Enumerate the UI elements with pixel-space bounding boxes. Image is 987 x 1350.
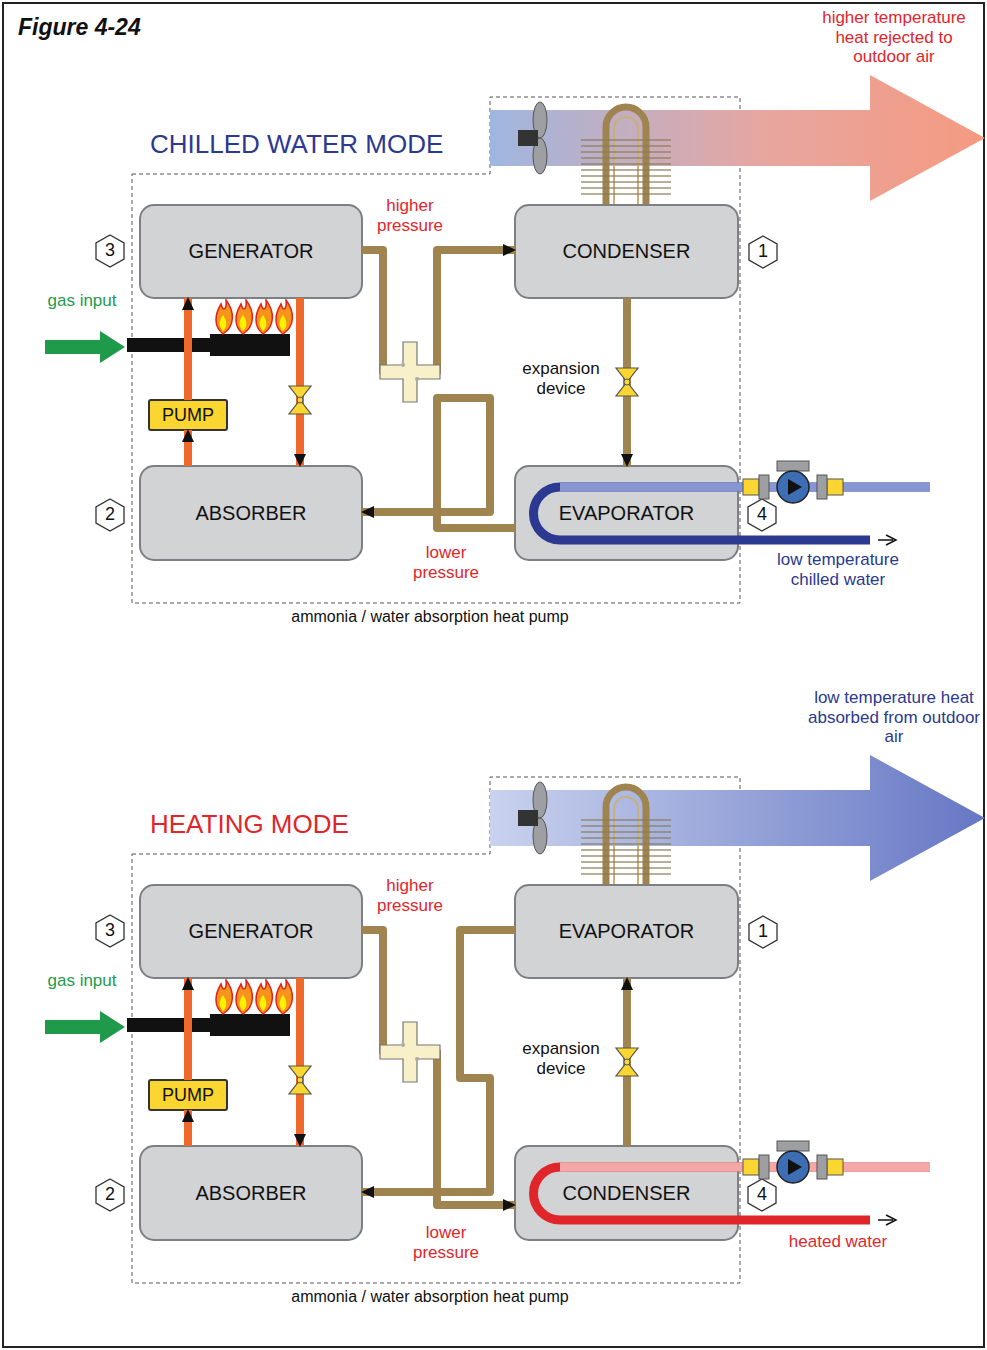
box-label: EVAPORATOR (559, 502, 695, 525)
callout-number: 2 (95, 1184, 125, 1205)
pipe-connector (362, 930, 515, 1192)
callout-number: 2 (95, 504, 125, 525)
pipe-connector (362, 398, 515, 528)
box-shape (515, 885, 738, 978)
pipe-connector (184, 1110, 192, 1146)
box-label: EVAPORATOR (559, 920, 695, 943)
pipe-connector (184, 978, 192, 1080)
air-note: low temperature heat absorbed from outdo… (808, 688, 980, 747)
box-shape (140, 466, 362, 560)
valve-label: expansion device (514, 1039, 608, 1078)
pressure-label: lower pressure (400, 1223, 492, 1262)
box-label: GENERATOR (189, 920, 314, 943)
pipe-connector (184, 430, 192, 466)
box-label: CONDENSER (563, 1182, 691, 1205)
pressure-label: lower pressure (400, 543, 492, 582)
caption-note: ammonia / water absorption heat pump (200, 608, 660, 626)
pressure-label: higher pressure (366, 876, 454, 915)
box-label: ABSORBER (195, 502, 306, 525)
gas-label: gas input (42, 291, 122, 311)
callout-number: 3 (95, 920, 125, 941)
air-note: higher temperature heat rejected to outd… (808, 8, 980, 67)
water-label: low temperature chilled water (758, 550, 918, 589)
box-shape (149, 400, 227, 430)
box-label: PUMP (162, 405, 214, 426)
callout-number: 4 (747, 1184, 777, 1205)
component-box: GENERATOR (140, 885, 362, 978)
pipe-connector (296, 298, 304, 466)
box-shape (149, 1080, 227, 1110)
box-shape (515, 205, 738, 298)
component-box: GENERATOR (140, 205, 362, 298)
box-label: GENERATOR (189, 240, 314, 263)
pump-box: PUMP (149, 400, 227, 430)
box-shape (140, 885, 362, 978)
figure-title: Figure 4-24 (18, 14, 141, 40)
box-label: CONDENSER (563, 240, 691, 263)
caption-note: ammonia / water absorption heat pump (200, 1288, 660, 1306)
box-shape (515, 1146, 738, 1240)
gas-label: gas input (42, 971, 122, 991)
component-box: ABSORBER (140, 1146, 362, 1240)
callout-number: 1 (748, 241, 778, 262)
callout-number: 4 (747, 504, 777, 525)
water-label: heated water (758, 1232, 918, 1252)
pipe-connector (362, 930, 515, 1205)
pipe-connector (296, 978, 304, 1146)
pump-box: PUMP (149, 1080, 227, 1110)
pipe-connector (184, 298, 192, 400)
box-label: ABSORBER (195, 1182, 306, 1205)
component-box: CONDENSER (515, 205, 738, 298)
pressure-label: higher pressure (366, 196, 454, 235)
box-shape (515, 466, 738, 560)
mode-heading: CHILLED WATER MODE (150, 130, 480, 160)
box-shape (140, 205, 362, 298)
component-box: EVAPORATOR (515, 885, 738, 978)
callout-number: 1 (748, 921, 778, 942)
mode-heading: HEATING MODE (150, 810, 480, 840)
component-box: CONDENSER (515, 1146, 738, 1240)
box-shape (140, 1146, 362, 1240)
box-label: PUMP (162, 1085, 214, 1106)
component-box: ABSORBER (140, 466, 362, 560)
component-box: EVAPORATOR (515, 466, 738, 560)
pipe-connector (362, 250, 515, 372)
callout-number: 3 (95, 240, 125, 261)
valve-label: expansion device (514, 359, 608, 398)
